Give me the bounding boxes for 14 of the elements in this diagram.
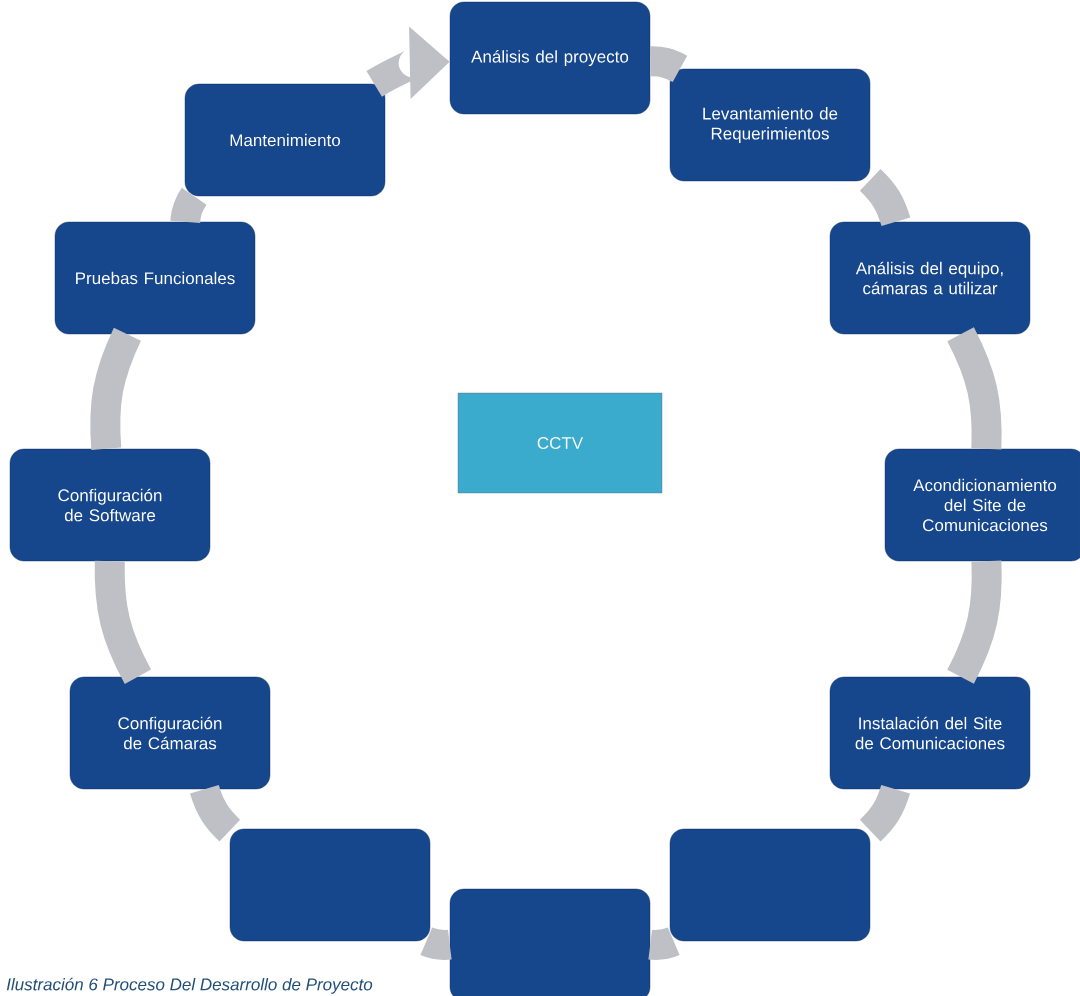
process-box: Análisis del equipo, cámaras a utilizar <box>829 221 1031 335</box>
process-box: Pruebas Funcionales <box>54 221 256 335</box>
center-box: CCTV <box>457 392 663 494</box>
process-box <box>449 888 651 996</box>
process-box: Mantenimiento <box>184 83 386 197</box>
caption: Ilustración 6 Proceso Del Desarrollo de Proyecto <box>6 977 373 994</box>
process-box: Levantamiento de Requerimientos <box>669 68 871 182</box>
process-box: Acondicionamiento del Site de Comunicaciones <box>884 448 1080 562</box>
process-box: Instalación del Site de Comunicaciones <box>829 676 1031 790</box>
process-box <box>669 828 871 942</box>
process-box: Análisis del proyecto <box>449 1 651 115</box>
process-box <box>229 828 431 942</box>
process-box: Configuración de Software <box>9 448 211 562</box>
process-box: Configuración de Cámaras <box>69 676 271 790</box>
